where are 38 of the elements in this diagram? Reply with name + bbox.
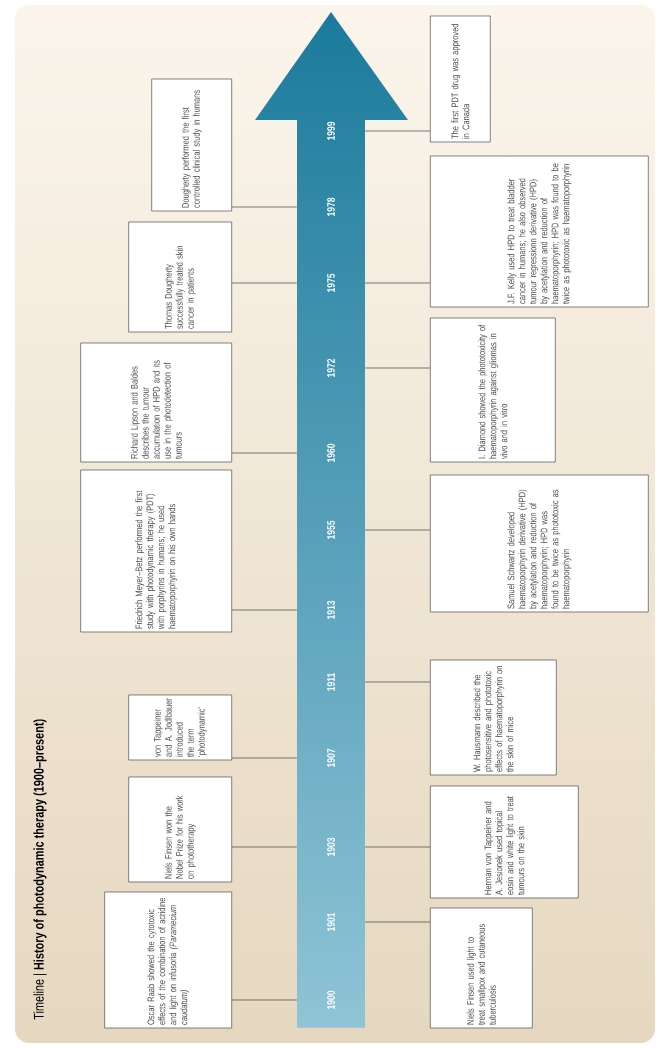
year-label: 1900	[327, 990, 335, 1009]
connector-line	[231, 206, 298, 208]
year-label: 1999	[327, 121, 335, 140]
event-box: Herman von Tappeiner and A. Jesionek used topical eosin and white light to treat tumours on the skin	[430, 785, 579, 899]
event-box: J.F. Kelly used HPD to treat bladder cancer in humans; he also observed tumour regressionn derivative (HPD) by acetylation and reduction of haematoporphyrin; HPD was found to be twice as phototoxic as haematoporphyrin	[430, 155, 649, 308]
connector-line	[231, 757, 298, 759]
year-label: 1975	[327, 273, 335, 292]
connector-line	[231, 999, 298, 1001]
event-box: Niels Finsen won the Nobel Prize for his work on phototherapy	[128, 776, 232, 883]
connector-line	[231, 846, 298, 848]
year-label: 1955	[327, 520, 335, 539]
connector-line	[364, 282, 431, 284]
year-label: 1911	[327, 672, 335, 691]
connector-line	[364, 130, 431, 132]
event-box: Friedrich Meyer–Betz performed the first study with photodynamic therapy (PDT) with porphyrins in humans; he used haematoporphyrin on his own hands	[80, 469, 232, 633]
year-label: 1972	[327, 358, 335, 377]
connector-line	[231, 609, 298, 611]
event-box: Samuel Schwartz developed haematoporphyrin derivative (HPD) by acetylation and reduction of haematoporphyrin; HPD was found to be twice as phototoxic as haematoporphyrin	[430, 474, 649, 613]
connector-line	[231, 452, 298, 454]
event-box: Niels Finsen used light to treat smallpox and cutaneous tuberculosis	[430, 907, 533, 1029]
connector-line	[231, 282, 298, 284]
year-label: 1978	[327, 197, 335, 216]
connector-line	[364, 681, 431, 683]
connector-line	[364, 529, 431, 531]
event-box: von Tappeiner and A. Jodlbauer introduced the term 'photodynamic'	[128, 694, 232, 761]
year-label: 1903	[327, 837, 335, 856]
event-box: W. Hausmann described the photosensitive and phototoxic effects of haematoporphyrin on the skin of mice	[430, 659, 557, 776]
title: Timeline | History of photodynamic therapy (1900–present)	[33, 719, 47, 1020]
year-label: 1901	[327, 912, 335, 931]
event-box: Thomas Dougherty successfully treated skin cancer in patients	[128, 221, 232, 333]
event-box: The first PDT drug was approved in Canada	[430, 15, 491, 143]
year-label: 1907	[327, 748, 335, 767]
year-label: 1960	[327, 443, 335, 462]
year-label: 1913	[327, 600, 335, 619]
event-box: Dougherty performed the first controlled clinical study in humans	[151, 78, 232, 212]
connector-line	[364, 846, 431, 848]
connector-line	[364, 921, 431, 923]
connector-line	[364, 367, 431, 369]
